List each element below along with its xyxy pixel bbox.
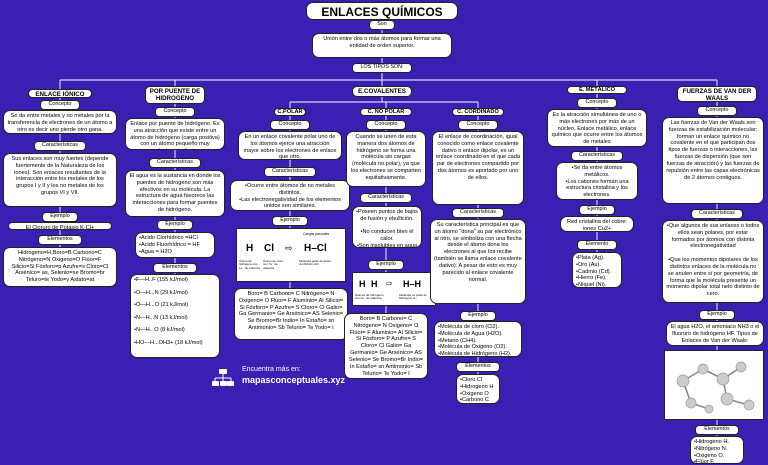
- metallic-example-label: Ejemplo: [579, 205, 615, 215]
- mapas-logo-icon: [212, 369, 234, 386]
- metallic-header: E. METÁLICO: [567, 86, 627, 94]
- coordinate-example-label: Ejemplo: [460, 311, 496, 321]
- metallic-elements-label: Elemento: [577, 240, 617, 250]
- arrow-icon: ⇨: [285, 243, 293, 253]
- definition-box: Unión entre dos o más átomos para formar…: [312, 33, 452, 58]
- types-label: LOS TIPOS SON:: [352, 63, 412, 73]
- ionic-elements-label: Elementos: [38, 235, 82, 245]
- nonpolar-example-label: Ejemplo: [368, 260, 404, 270]
- metallic-characteristics-label: Características: [571, 151, 623, 161]
- cl-atom-symbol: Cl: [264, 243, 274, 254]
- hydrogen-characteristics: El agua es la sustancia en donde los pue…: [125, 170, 225, 217]
- metallic-characteristics: •Se da entre átomos metálicos. •Los cati…: [556, 162, 638, 200]
- vanderwaals-characteristics: •Que algunos de sus enlaces o todos ello…: [662, 220, 764, 303]
- vanderwaals-concept: Las fuerzas de Van der Waals son fuerzas…: [662, 117, 764, 204]
- vanderwaals-elements-label: Elementos: [695, 425, 739, 435]
- coordinate-concept: El enlace de coordinación, igual conocid…: [432, 131, 524, 205]
- metallic-elements: •Plata (Ag). •Oro (Au). •Cadmio (Cd). •H…: [572, 252, 622, 288]
- hydrogen-atoms-caption: Átomos de hidrógeno con 1e⁻ de valencia: [355, 293, 384, 301]
- h-atom-2-symbol: H: [371, 279, 378, 289]
- coordinate-characteristics: Su característica principal es que un át…: [430, 219, 526, 304]
- page-title: ENLACES QUÍMICOS: [306, 2, 458, 20]
- ionic-characteristics-label: Características: [34, 141, 86, 151]
- polar-elements: Boro= B Carbono= C Nitrógeno= N Oxigeno=…: [234, 288, 348, 340]
- ionic-example: El Cloruro de Potasio K-Cl+: [8, 222, 112, 230]
- polar-header: C.POLAR: [274, 108, 306, 116]
- polar-example-label: Ejemplo: [272, 216, 308, 226]
- ionic-elements: Hidrogeno=H,Boro=B Carbono=C Nitrógeno=N…: [3, 247, 117, 287]
- hydrogen-characteristics-label: Características: [149, 158, 201, 168]
- coordinate-characteristics-label: Características: [452, 208, 504, 218]
- hcl-molecule-image: H Cl ⇨ H–Cl Cargas parciales Átomo de hi…: [236, 228, 346, 282]
- partial-charges-caption: Cargas parciales: [303, 232, 330, 236]
- ionic-header: ENLACE IÓNICO: [28, 89, 92, 98]
- hydrogen-elements: •F—H..F (155 kJ/mol) •O—H...N (29 kJ/mol…: [130, 274, 220, 358]
- molecular-structure-image: [664, 350, 764, 420]
- nonpolar-concept-label: Concepto: [366, 120, 406, 130]
- hcl-caption: Molécula polar de ácido clorhídrico HCl: [299, 259, 331, 267]
- chlorine-atom-caption: Átomo de cloro con 7e⁻ de valencia: [263, 259, 284, 270]
- metallic-concept: Es la atracción simultánea de uno o más …: [547, 109, 647, 147]
- coordinate-elements: •Cloro Cl •Hidrogeno H •Oxigeno O •Carbo…: [456, 374, 500, 404]
- coordinate-example: •Molécula de cloro (Cl2). •Molécula de A…: [434, 321, 522, 357]
- vanderwaals-elements: •Hidrogeno H. •Nitrógeno N. •Oxigeno O. …: [690, 436, 744, 464]
- polar-concept-label: Concepto: [270, 120, 310, 130]
- polar-characteristics: •Ocurre entre átomos de no metales disti…: [230, 180, 350, 211]
- h-atom-symbol: H: [246, 243, 254, 254]
- vanderwaals-example: El agua H2O, el amoniaco NH3 o el fluoru…: [666, 321, 764, 346]
- polar-concept: En un enlace covalente polar uno de los …: [238, 131, 342, 160]
- h-atom-1-symbol: H: [359, 279, 366, 289]
- ionic-characteristics: Sus enlaces son muy fuertes (depende fue…: [3, 153, 117, 207]
- hydrogen-bond-header: POR PUENTE DE HIDROGENO: [145, 86, 205, 104]
- vanderwaals-example-label: Ejemplo: [699, 310, 735, 320]
- coordinate-elements-label: Elementos: [456, 362, 500, 372]
- metallic-concept-label: Concepto: [577, 98, 617, 108]
- metallic-example: Red cristalina del cobre: iones Cu2+: [560, 216, 634, 232]
- hydrogen-atom-caption: Átomo de hidrógeno con 1e⁻ de valencia: [239, 259, 260, 270]
- nonpolar-characteristics-label: Características: [360, 193, 412, 203]
- vanderwaals-header: FUERZAS DE VAN DER WAALS: [677, 86, 757, 102]
- nonpolar-header: C. NO POLAR: [360, 108, 412, 116]
- molecule-illustration: [676, 361, 755, 414]
- watermark-link[interactable]: mapasconceptuales.xyz: [242, 375, 346, 385]
- hcl-molecule-symbol: H–Cl: [304, 243, 327, 254]
- arrow-icon: ⇨: [386, 279, 393, 288]
- nonpolar-characteristics: •Poseen puntos de bajos de fusión y ebul…: [352, 206, 422, 248]
- coordinate-concept-label: Concepto: [458, 120, 498, 130]
- hydrogen-concept-label: Concepto: [155, 107, 195, 117]
- h2-molecule-image: H H ⇨ H–H Átomos de hidrógeno con 1e⁻ de…: [352, 272, 436, 306]
- ionic-concept: Se da entre metales y no metales por la …: [3, 110, 117, 134]
- vanderwaals-concept-label: Concepto: [697, 106, 737, 116]
- h2-caption: Molécula no polar de hidrógeno H₂: [399, 293, 427, 301]
- h2-molecule-symbol: H–H: [403, 279, 422, 289]
- ionic-example-label: Ejemplo: [42, 212, 78, 222]
- nonpolar-concept: Cuando se unen de esta manera dos átomos…: [346, 131, 426, 187]
- hydrogen-concept: Enlace por puente de hidrógeno. Es una a…: [125, 118, 225, 150]
- hydrogen-example-label: Ejemplo: [157, 220, 193, 230]
- nonpolar-elements: Boro= B Carbono= C Nitrógeno= N Oxigeno=…: [344, 313, 428, 379]
- watermark-line1: Encuentra más en:: [242, 366, 301, 373]
- hydrogen-example: •Acido Clorhídrico =HCl •Acido Fluorhídr…: [135, 232, 215, 258]
- watermark: Encuentra más en: mapasconceptuales.xyz: [212, 364, 372, 390]
- ionic-concept-label: Concepto: [40, 100, 80, 110]
- covalent-header: E.COVALENTES: [352, 86, 412, 97]
- vanderwaals-characteristics-label: Características: [691, 209, 743, 219]
- hydrogen-elements-label: Elementos: [153, 263, 197, 273]
- coordinate-header: C. CORDINADO: [452, 108, 504, 116]
- son-label: Son: [369, 20, 395, 30]
- polar-characteristics-label: Características: [264, 167, 316, 177]
